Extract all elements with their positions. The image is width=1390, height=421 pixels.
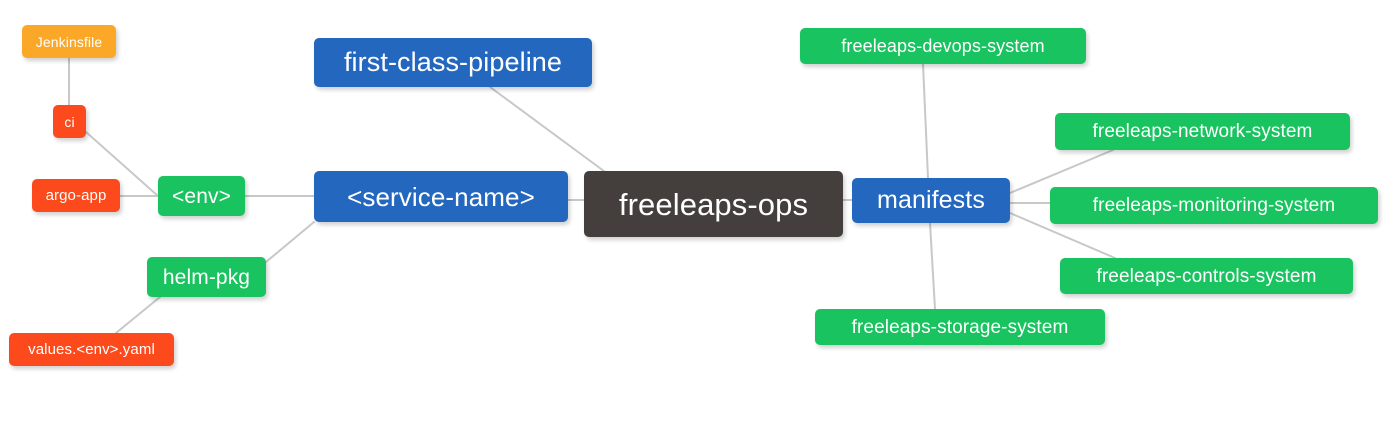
node-ci[interactable]: ci	[53, 105, 86, 138]
node-label-jenkinsfile: Jenkinsfile	[35, 33, 103, 50]
node-freeleaps-storage-system[interactable]: freeleaps-storage-system	[815, 309, 1105, 345]
node-label-argo-app: argo-app	[45, 187, 107, 204]
node-argo-app[interactable]: argo-app	[32, 179, 120, 212]
node-label-freeleaps-devops-system: freeleaps-devops-system	[841, 36, 1045, 56]
node-freeleaps-controls-system[interactable]: freeleaps-controls-system	[1060, 258, 1353, 294]
edge-service-name-to-helm-pkg	[265, 221, 315, 263]
node-values-yaml[interactable]: values.<env>.yaml	[9, 333, 174, 366]
node-label-ci: ci	[64, 113, 75, 130]
node-freeleaps-monitoring-system[interactable]: freeleaps-monitoring-system	[1050, 187, 1378, 224]
edge-manifests-to-freeleaps-network-system	[1009, 149, 1114, 194]
node-freeleaps-devops-system[interactable]: freeleaps-devops-system	[800, 28, 1086, 64]
edge-manifests-to-freeleaps-devops-system	[922, 63, 929, 179]
node-label-env: <env>	[172, 184, 231, 208]
edge-helm-pkg-to-values-yaml	[115, 296, 161, 334]
edge-first-class-pipeline-to-freeleaps-ops	[489, 86, 613, 178]
node-label-freeleaps-network-system: freeleaps-network-system	[1092, 121, 1313, 142]
edge-manifests-to-freeleaps-storage-system	[929, 222, 936, 310]
node-freeleaps-ops[interactable]: freeleaps-ops	[584, 171, 843, 237]
node-jenkinsfile[interactable]: Jenkinsfile	[22, 25, 116, 58]
node-label-first-class-pipeline: first-class-pipeline	[343, 47, 563, 77]
node-label-helm-pkg: helm-pkg	[162, 265, 251, 289]
node-label-freeleaps-ops: freeleaps-ops	[618, 186, 809, 222]
node-env[interactable]: <env>	[158, 176, 245, 216]
node-label-service-name: <service-name>	[347, 181, 535, 212]
node-label-manifests: manifests	[877, 186, 985, 214]
node-first-class-pipeline[interactable]: first-class-pipeline	[314, 38, 592, 87]
node-label-freeleaps-controls-system: freeleaps-controls-system	[1096, 265, 1317, 287]
node-helm-pkg[interactable]: helm-pkg	[147, 257, 266, 297]
node-label-freeleaps-monitoring-system: freeleaps-monitoring-system	[1092, 195, 1336, 216]
edge-manifests-to-freeleaps-controls-system	[1009, 212, 1116, 259]
node-manifests[interactable]: manifests	[852, 178, 1010, 223]
node-label-values-yaml: values.<env>.yaml	[28, 341, 155, 358]
edge-ci-to-env	[85, 131, 159, 197]
node-service-name[interactable]: <service-name>	[314, 171, 568, 222]
node-label-freeleaps-storage-system: freeleaps-storage-system	[851, 316, 1069, 338]
node-freeleaps-network-system[interactable]: freeleaps-network-system	[1055, 113, 1350, 150]
